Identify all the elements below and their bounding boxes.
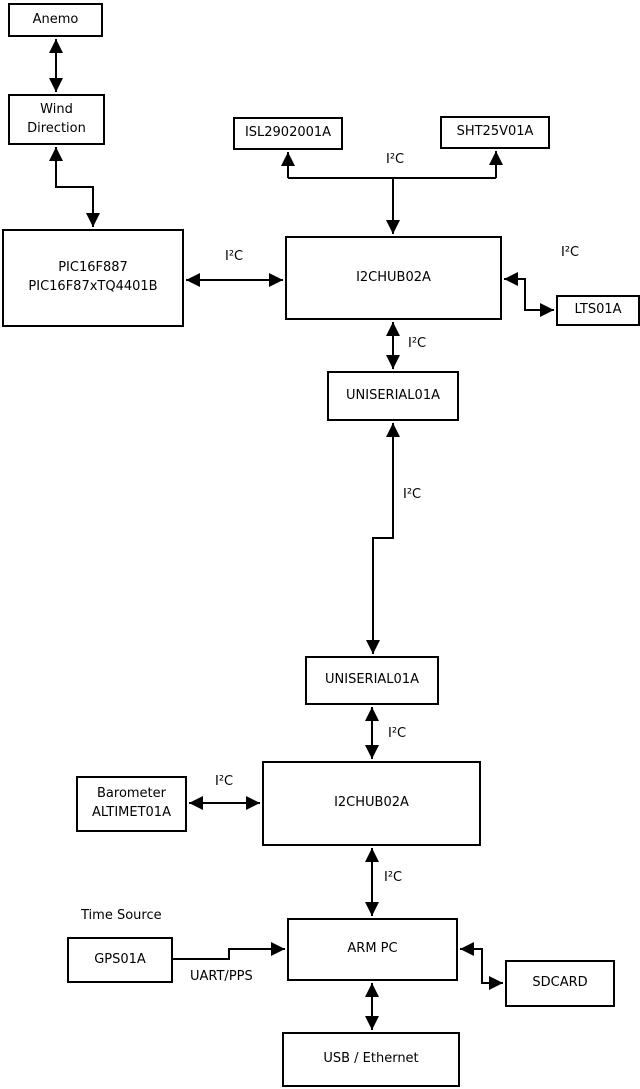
label-i2c-pic-hub: I²C <box>225 249 244 264</box>
node-usb-ethernet: USB / Ethernet <box>282 1032 460 1087</box>
node-barometer-altimet01a: Barometer ALTIMET01A <box>76 776 187 832</box>
edge-uniserial1-uniserial2 <box>366 423 400 654</box>
edge-armpc-sdcard <box>460 942 503 990</box>
node-anemo: Anemo <box>8 3 103 37</box>
node-i2chub02a-top: I2CHUB02A <box>285 236 502 320</box>
label-time-source: Time Source <box>81 908 162 923</box>
label-i2c-hub-uniserial: I²C <box>408 336 427 351</box>
label-uart-pps: UART/PPS <box>190 969 253 984</box>
label-i2c-lts: I²C <box>561 245 580 260</box>
node-sht25v01a: SHT25V01A <box>440 116 550 149</box>
label-i2c-uniserial-hub2: I²C <box>388 726 407 741</box>
node-sdcard: SDCARD <box>505 960 615 1007</box>
label-i2c-uniserial-link: I²C <box>403 487 422 502</box>
node-uniserial01a-top: UNISERIAL01A <box>327 371 459 421</box>
node-i2chub02a-bottom: I2CHUB02A <box>262 761 481 846</box>
edge-wind-pic <box>49 147 100 227</box>
label-i2c-hub2-armpc: I²C <box>384 870 403 885</box>
node-lts01a: LTS01A <box>556 295 640 326</box>
label-i2c-barometer: I²C <box>215 774 234 789</box>
edge-hub1-lts <box>504 272 554 317</box>
node-uniserial01a-bottom: UNISERIAL01A <box>305 656 439 705</box>
node-arm-pc: ARM PC <box>287 918 458 981</box>
edge-gps-armpc <box>173 942 285 960</box>
node-pic16f887: PIC16F887 PIC16F87xTQ4401B <box>2 229 184 327</box>
node-gps01a: GPS01A <box>67 937 173 983</box>
node-wind-direction: Wind Direction <box>8 94 105 145</box>
label-i2c-sensors: I²C <box>386 152 405 167</box>
node-isl2902001a: ISL2902001A <box>233 117 343 150</box>
